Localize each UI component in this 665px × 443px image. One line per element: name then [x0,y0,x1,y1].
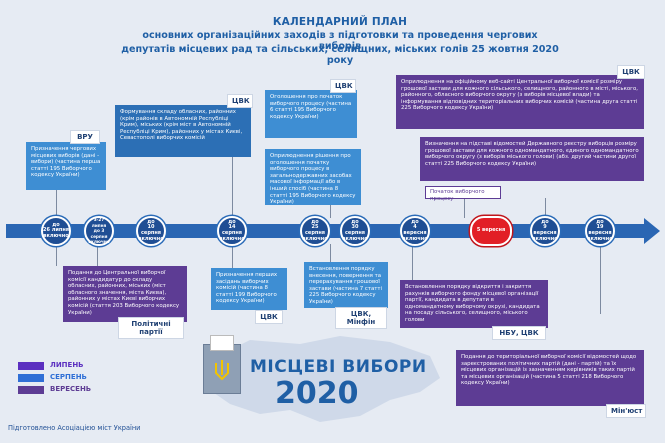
timeline-arrowhead [644,218,660,244]
event-box: Встановлення порядку відкриття і закритт… [400,280,548,328]
connector [600,244,601,314]
timeline-date: до 19 вересня включно [585,216,615,246]
timeline-date: до 4 вересня включно [400,216,430,246]
connector [232,244,233,268]
legend-swatch-september [18,386,44,394]
timeline-date: до 26 липня включно [41,216,71,246]
event-box: Формування складу обласних, районних (кр… [115,105,251,157]
legend-label-july: ЛИПЕНЬ [50,361,84,369]
authority-tag: ЦВК, Мінфін [335,307,387,329]
timeline-date: до 14 серпня включно [217,216,247,246]
logo-title: МІСЦЕВІ ВИБОРИ [250,357,427,377]
connector [330,203,331,218]
authority-tag: ВРУ [70,130,100,144]
authority-tag: Мін'юст [606,404,646,418]
timeline-date: до 25 серпня включно [300,216,330,246]
authority-tag: Політичні партії [118,317,184,339]
event-box: Встановлення порядку внесення, поверненн… [304,262,388,308]
connector [412,244,413,280]
event-box: Призначення чергових місцевих виборів (д… [26,142,106,190]
event-box: Оприлюднення рішення про оголошення поча… [265,149,361,205]
timeline-date: до 9 вересня включно [530,216,560,246]
ballot-paper-icon [210,335,234,351]
authority-tag: ЦВК [227,94,253,108]
legend-swatch-august [18,374,44,382]
authority-tag: НБУ, ЦВК [492,326,546,340]
title-line-3: депутатів місцевих рад та сільських, сел… [121,44,559,66]
event-box: Подання до територіальної виборчої коміс… [456,350,644,406]
event-box: Оприлюднення на офіційному веб-сайті Цен… [396,75,644,129]
connector [232,156,233,218]
title-line-2: основних організаційних заходів з підгот… [142,30,538,52]
legend-swatch-july [18,362,44,370]
legend-label-august: СЕРПЕНЬ [50,373,87,381]
title-line-1: КАЛЕНДАРНИЙ ПЛАН [272,16,408,28]
ukraine-map-icon [204,336,440,422]
authority-tag: ЦВК [330,79,356,93]
event-box: Визначення на підставі відомостей Держав… [420,137,644,181]
timeline-date: до 10 серпня включно [136,216,166,246]
connector [330,244,331,262]
legend-label-september: ВЕРЕСЕНЬ [50,385,92,393]
connector [97,244,98,266]
trident-icon [215,360,229,381]
event-box: Оголошення про початок виборчого процесу… [265,90,357,138]
authority-tag: ЦВК [617,65,645,79]
footer-credit: Підготовлено Асоціацією міст України [8,424,141,432]
connector [56,244,57,266]
event-box: Початок виборчого процесу [425,186,501,202]
ballot-box-icon [203,335,241,394]
timeline-date-start: 5 вересня [470,216,512,246]
logo-year: 2020 [275,376,359,411]
connector [464,198,465,218]
timeline-date: 3-27 липня до 3 серпня включно [84,216,114,246]
authority-tag: ЦВК [255,310,283,324]
connector [545,198,546,218]
event-box: Призначення перших засідань виборчих ком… [211,268,287,310]
event-box: Подання до Центральної виборчої комісії … [63,266,187,322]
timeline-date: до 30 серпня включно [340,216,370,246]
connector [56,186,57,218]
